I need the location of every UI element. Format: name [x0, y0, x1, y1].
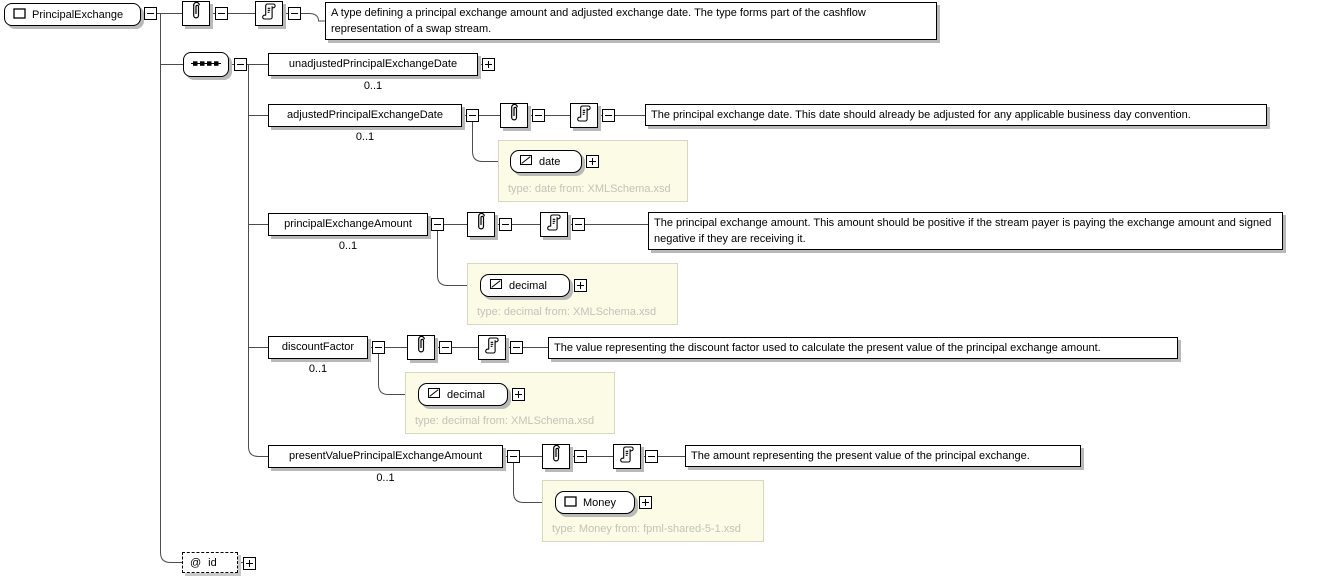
expand-icon[interactable]	[639, 496, 652, 509]
type-ref-label: decimal	[509, 279, 547, 292]
occurrence-label: 0..1	[308, 363, 328, 375]
collapse-icon[interactable]	[602, 109, 615, 122]
annotation-node[interactable]	[500, 103, 528, 128]
expand-icon[interactable]	[482, 58, 495, 71]
type-origin-note: type: decimal from: XMLSchema.xsd	[415, 415, 595, 427]
collapse-icon[interactable]	[572, 218, 585, 231]
collapse-icon[interactable]	[288, 7, 301, 20]
simple-type-icon	[489, 278, 503, 293]
expand-icon[interactable]	[586, 155, 599, 168]
attribute-id[interactable]: @ id	[182, 552, 238, 573]
collapse-icon[interactable]	[574, 450, 587, 463]
collapse-icon[interactable]	[431, 218, 444, 231]
paperclip-icon	[473, 211, 489, 238]
collapse-icon[interactable]	[532, 109, 545, 122]
annotation-node[interactable]	[182, 1, 210, 26]
collapse-icon[interactable]	[234, 58, 247, 71]
type-ref-label: Money	[583, 496, 617, 509]
type-ref-label: decimal	[447, 388, 485, 401]
collapse-icon[interactable]	[510, 341, 523, 354]
collapse-icon[interactable]	[144, 7, 157, 20]
documentation-text: The value representing the discount fact…	[548, 337, 1178, 359]
collapse-icon[interactable]	[372, 341, 385, 354]
sequence-icon	[191, 59, 221, 71]
sequence-compositor[interactable]	[183, 52, 229, 77]
collapse-icon[interactable]	[215, 7, 228, 20]
element-principalExchangeAmount[interactable]: principalExchangeAmount	[268, 213, 428, 236]
complex-type-icon	[13, 7, 26, 22]
documentation-node[interactable]	[255, 1, 283, 26]
documentation-text: A type defining a principal exchange amo…	[325, 2, 937, 40]
collapse-icon[interactable]	[645, 450, 658, 463]
scroll-icon	[574, 103, 594, 128]
scroll-icon	[617, 444, 637, 469]
type-ref-label: date	[539, 155, 561, 168]
collapse-icon[interactable]	[499, 218, 512, 231]
root-trunk	[160, 13, 182, 563]
sequence-trunk	[248, 64, 268, 457]
simple-type-icon	[519, 154, 533, 169]
element-discountFactor[interactable]: discountFactor	[268, 336, 368, 359]
scroll-icon	[482, 335, 502, 360]
element-adjustedPrincipalExchangeDate[interactable]: adjustedPrincipalExchangeDate	[268, 104, 462, 127]
collapse-icon[interactable]	[507, 450, 520, 463]
paperclip-icon	[548, 443, 564, 470]
type-ref-decimal[interactable]: decimal	[480, 274, 570, 297]
documentation-text: The amount representing the present valu…	[685, 445, 1081, 467]
documentation-node[interactable]	[478, 335, 506, 360]
occurrence-label: 0..1	[338, 240, 358, 252]
annotation-node[interactable]	[467, 212, 495, 237]
type-origin-note: type: decimal from: XMLSchema.xsd	[477, 306, 657, 318]
scroll-icon	[544, 212, 564, 237]
documentation-node[interactable]	[540, 212, 568, 237]
documentation-text: The principal exchange amount. This amou…	[648, 212, 1283, 250]
paperclip-icon	[188, 0, 204, 27]
type-ref-decimal[interactable]: decimal	[418, 383, 508, 406]
occurrence-label: 0..1	[355, 131, 375, 143]
attribute-label: id	[208, 556, 217, 569]
documentation-node[interactable]	[613, 444, 641, 469]
collapse-icon[interactable]	[466, 109, 479, 122]
attribute-icon: @	[190, 556, 202, 569]
type-origin-note: type: Money from: fpml-shared-5-1.xsd	[552, 523, 741, 535]
simple-type-icon	[427, 387, 441, 402]
type-ref-date[interactable]: date	[510, 150, 582, 173]
element-unadjustedPrincipalExchangeDate[interactable]: unadjustedPrincipalExchangeDate	[268, 53, 478, 76]
paperclip-icon	[506, 102, 522, 129]
occurrence-label: 0..1	[376, 472, 395, 484]
collapse-icon[interactable]	[439, 341, 452, 354]
annotation-node[interactable]	[542, 444, 570, 469]
root-row-connectors	[141, 13, 325, 22]
paperclip-icon	[413, 334, 429, 361]
root-element-label: PrincipalExchange	[32, 8, 124, 21]
root-element-principal-exchange[interactable]: PrincipalExchange	[4, 3, 141, 26]
type-origin-note: type: date from: XMLSchema.xsd	[508, 183, 671, 195]
element-presentValuePrincipalExchangeAmount[interactable]: presentValuePrincipalExchangeAmount	[268, 445, 503, 468]
occurrence-label: 0..1	[363, 80, 383, 92]
type-ref-Money[interactable]: Money	[555, 491, 635, 514]
scroll-icon	[259, 1, 279, 26]
documentation-text: The principal exchange date. This date s…	[645, 104, 1267, 126]
annotation-node[interactable]	[407, 335, 435, 360]
expand-icon[interactable]	[512, 388, 525, 401]
expand-icon[interactable]	[243, 557, 256, 570]
expand-icon[interactable]	[574, 279, 587, 292]
complex-type-icon	[564, 495, 577, 510]
documentation-node[interactable]	[570, 103, 598, 128]
